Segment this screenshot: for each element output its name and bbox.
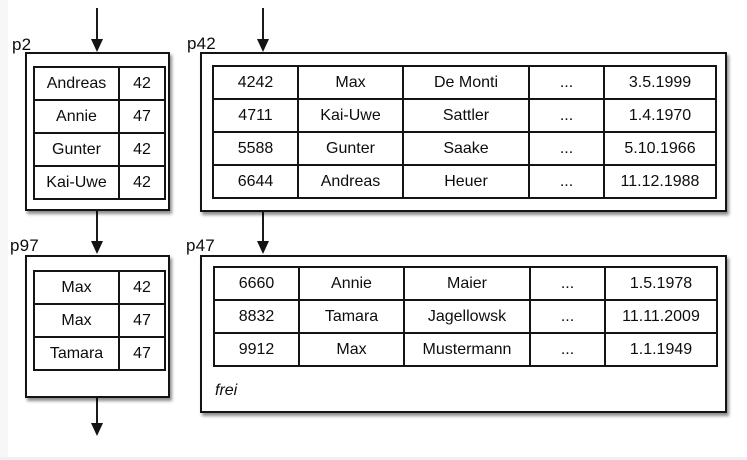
arrow-head-icon [256,39,269,52]
record-firstname-cell: Max [297,65,404,100]
record-lastname-cell: De Monti [402,65,530,100]
data-table-p47: 6660 Annie Maier ... 1.5.1978 8832 Tamar… [213,266,718,367]
page-label-p2: p2 [12,35,32,54]
record-date-cell: 11.12.1988 [603,164,717,199]
record-id-cell: 4711 [212,98,299,133]
table-row: 9912 Max Mustermann ... 1.1.1949 [213,332,718,367]
record-id-cell: 6644 [212,164,299,199]
index-key-cell: Annie [33,99,120,134]
record-lastname-cell: Saake [402,131,530,166]
page-label-p47: p47 [186,236,215,255]
index-table-p2: Andreas 42 Annie 47 Gunter 42 Kai-Uwe 42 [33,66,166,200]
record-firstname-cell: Tamara [298,299,405,334]
record-ellipsis-cell: ... [528,65,605,100]
index-ptr-cell: 47 [118,99,166,134]
record-firstname-cell: Kai-Uwe [297,98,404,133]
data-table-p42: 4242 Max De Monti ... 3.5.1999 4711 Kai-… [212,65,717,199]
page-box-p47: 6660 Annie Maier ... 1.5.1978 8832 Tamar… [200,255,727,413]
record-ellipsis-cell: ... [528,164,605,199]
page-edge-bottom [0,457,747,460]
table-row: Max 42 [33,270,166,305]
index-ptr-cell: 47 [118,336,166,371]
table-row: Kai-Uwe 42 [33,165,166,200]
record-date-cell: 1.4.1970 [603,98,717,133]
arrow-line [261,212,264,241]
page-label-p42: p42 [187,34,216,53]
arrow-into-p42 [256,8,269,52]
arrow-line [95,398,98,423]
arrow-out-of-p97 [90,398,103,436]
record-firstname-cell: Gunter [297,131,404,166]
record-firstname-cell: Annie [298,266,405,301]
index-table-p97: Max 42 Max 47 Tamara 47 [33,270,166,371]
record-lastname-cell: Heuer [402,164,530,199]
record-date-cell: 1.5.1978 [604,266,718,301]
index-ptr-cell: 42 [118,165,166,200]
table-row: 8832 Tamara Jagellowsk ... 11.11.2009 [213,299,718,334]
record-lastname-cell: Jagellowsk [403,299,531,334]
record-lastname-cell: Mustermann [403,332,531,367]
record-firstname-cell: Max [298,332,405,367]
table-row: Annie 47 [33,99,166,134]
arrow-head-icon [90,39,103,52]
record-lastname-cell: Sattler [402,98,530,133]
index-key-cell: Andreas [33,66,120,101]
record-date-cell: 3.5.1999 [603,65,717,100]
table-row: 5588 Gunter Saake ... 5.10.1966 [212,131,717,166]
index-key-cell: Tamara [33,336,120,371]
table-row: Gunter 42 [33,132,166,167]
arrow-p2-to-p97 [90,211,103,254]
index-key-cell: Kai-Uwe [33,165,120,200]
table-row: 4242 Max De Monti ... 3.5.1999 [212,65,717,100]
index-key-cell: Gunter [33,132,120,167]
arrow-p42-to-p47 [256,212,269,254]
record-id-cell: 5588 [212,131,299,166]
record-id-cell: 6660 [213,266,300,301]
record-ellipsis-cell: ... [529,332,606,367]
record-date-cell: 11.11.2009 [604,299,718,334]
record-ellipsis-cell: ... [528,131,605,166]
record-date-cell: 5.10.1966 [603,131,717,166]
record-date-cell: 1.1.1949 [604,332,718,367]
record-firstname-cell: Andreas [297,164,404,199]
index-key-cell: Max [33,303,120,338]
table-row: 6644 Andreas Heuer ... 11.12.1988 [212,164,717,199]
table-row: Max 47 [33,303,166,338]
record-ellipsis-cell: ... [529,299,606,334]
page-box-p42: 4242 Max De Monti ... 3.5.1999 4711 Kai-… [200,52,727,212]
table-row: Tamara 47 [33,336,166,371]
record-id-cell: 9912 [213,332,300,367]
record-lastname-cell: Maier [403,266,531,301]
table-row: 4711 Kai-Uwe Sattler ... 1.4.1970 [212,98,717,133]
table-row: 6660 Annie Maier ... 1.5.1978 [213,266,718,301]
page-edge-left [0,0,8,460]
record-id-cell: 4242 [212,65,299,100]
index-ptr-cell: 42 [118,132,166,167]
record-id-cell: 8832 [213,299,300,334]
page-box-p97: Max 42 Max 47 Tamara 47 [25,255,170,398]
arrow-line [95,211,98,241]
index-ptr-cell: 47 [118,303,166,338]
table-row: Andreas 42 [33,66,166,101]
index-key-cell: Max [33,270,120,305]
arrow-head-icon [90,241,103,254]
page-box-p2: Andreas 42 Annie 47 Gunter 42 Kai-Uwe 42 [25,52,170,211]
arrow-line [95,8,98,39]
arrow-head-icon [90,423,103,436]
index-ptr-cell: 42 [118,66,166,101]
free-space-label: frei [215,382,238,399]
arrow-into-p2 [90,8,103,52]
page-label-p97: p97 [10,236,39,255]
index-ptr-cell: 42 [118,270,166,305]
record-ellipsis-cell: ... [528,98,605,133]
arrow-line [261,8,264,39]
arrow-head-icon [256,241,269,254]
record-ellipsis-cell: ... [529,266,606,301]
